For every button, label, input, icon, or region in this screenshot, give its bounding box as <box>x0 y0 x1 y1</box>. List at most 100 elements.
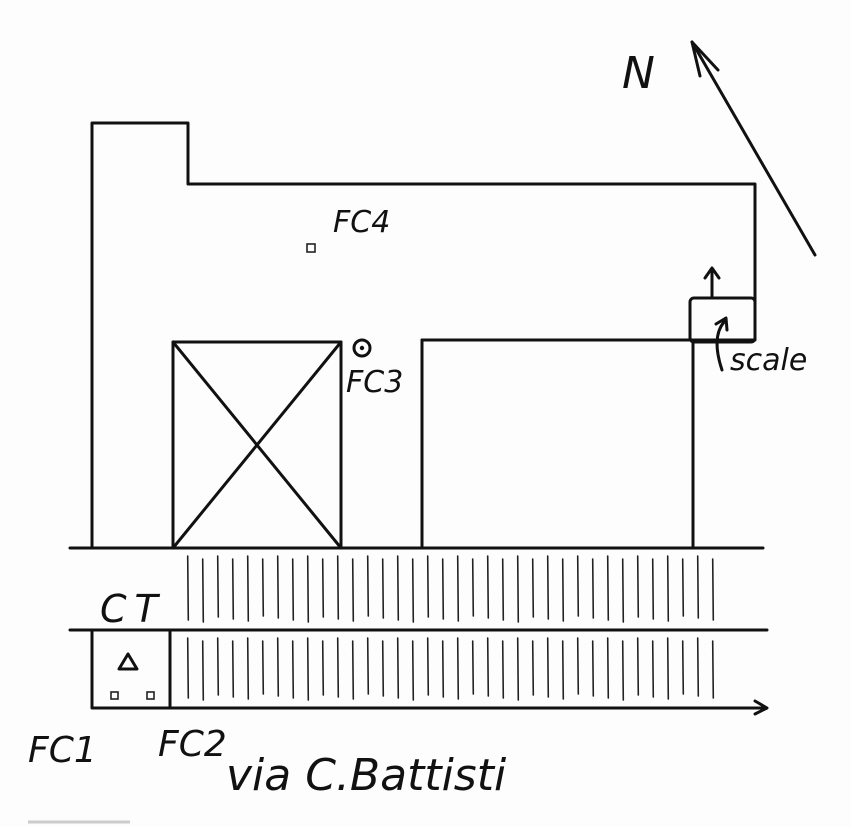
small-square-icon <box>146 691 155 700</box>
hatch-stroke <box>201 640 205 701</box>
arrow-up-left-icon <box>690 40 720 78</box>
ct-rect <box>90 628 172 710</box>
hatch-stroke <box>306 637 310 701</box>
hatch-stroke <box>291 640 295 699</box>
hatch-stroke <box>411 558 415 623</box>
cross-line-2 <box>171 340 343 550</box>
hatch-stroke <box>501 558 505 621</box>
hatch-stroke <box>246 637 250 700</box>
hatch-stroke <box>546 637 550 698</box>
hatch-stroke <box>381 558 385 619</box>
north-arrow-shaft <box>690 40 817 257</box>
circle-dot-icon <box>352 338 372 358</box>
hatch-stroke <box>711 640 715 699</box>
hatch-stroke <box>486 555 490 619</box>
street-name-label: via C.Battisti <box>226 750 507 801</box>
hatch-stroke <box>456 555 460 622</box>
hatch-stroke <box>441 558 445 620</box>
fc3-dot <box>359 345 365 351</box>
ct-box: CT <box>90 587 172 710</box>
scale-pointer-arrow <box>714 316 729 372</box>
hatch-stroke <box>471 558 475 617</box>
north-label: N <box>622 48 655 99</box>
hatch-stroke <box>561 640 565 700</box>
hatch-stroke <box>621 640 625 701</box>
hatch-stroke <box>516 637 520 701</box>
fc2-label: FC2 <box>158 724 227 765</box>
hatch-stroke <box>516 555 520 623</box>
hatch-stroke <box>216 637 220 696</box>
hatch-stroke <box>666 637 670 700</box>
building-outline <box>90 121 757 550</box>
hatch-stroke <box>591 558 595 619</box>
triangle-icon <box>117 652 139 671</box>
hatch-stroke <box>336 637 340 698</box>
hatch-stroke <box>621 558 625 623</box>
hatch-stroke <box>531 558 535 618</box>
hatch-stroke <box>396 555 400 621</box>
scale-box: scale <box>688 266 807 378</box>
hatch-stroke <box>351 558 355 622</box>
hatch-stroke <box>396 637 400 699</box>
hatch-stroke <box>561 558 565 622</box>
hatch-stroke <box>651 558 655 620</box>
scale-rect <box>688 296 757 344</box>
hatch-stroke <box>636 637 640 696</box>
hatch-stroke <box>306 555 310 623</box>
hatch-stroke <box>681 640 685 695</box>
hatch-stroke <box>711 558 715 621</box>
hatch-stroke <box>231 558 235 620</box>
hatch-stroke <box>321 558 325 618</box>
hatch-stroke <box>276 637 280 697</box>
fc4-label: FC4 <box>333 205 390 240</box>
hatch-stroke <box>411 640 415 701</box>
hatch-stroke <box>696 637 700 697</box>
street-hatching <box>186 555 715 701</box>
hatch-stroke <box>501 640 505 699</box>
fc1-label: FC1 <box>28 730 97 771</box>
hatch-stroke <box>201 558 205 623</box>
hatch-stroke <box>261 640 265 695</box>
street-line-end-tick <box>753 699 769 716</box>
hatch-stroke <box>246 555 250 622</box>
hatch-stroke <box>486 637 490 697</box>
small-square-icon <box>110 691 119 700</box>
hatch-stroke <box>576 555 580 617</box>
fc3-label: FC3 <box>346 365 403 400</box>
hatch-stroke <box>186 555 190 621</box>
hatch-stroke <box>651 640 655 698</box>
hatch-stroke <box>186 637 190 699</box>
hatch-stroke <box>471 640 475 695</box>
hatch-stroke <box>441 640 445 698</box>
hatch-stroke <box>576 637 580 695</box>
small-square-icon <box>306 243 316 253</box>
hatch-stroke <box>216 555 220 618</box>
hatch-stroke <box>606 637 610 699</box>
hatch-stroke <box>456 637 460 700</box>
hatch-stroke <box>681 558 685 617</box>
hatch-stroke <box>636 555 640 618</box>
scale-label: scale <box>730 343 807 378</box>
arrow-up-icon <box>703 266 721 300</box>
hatch-stroke <box>426 555 430 618</box>
hatch-stroke <box>531 640 535 696</box>
hatch-stroke <box>546 555 550 620</box>
hatch-stroke <box>366 555 370 617</box>
north-arrow: N <box>622 40 817 257</box>
hatch-stroke <box>291 558 295 621</box>
hatch-stroke <box>426 637 430 696</box>
hatch-stroke <box>591 640 595 697</box>
fc3-point: FC3 <box>346 338 403 400</box>
hatch-stroke <box>696 555 700 619</box>
hatch-stroke <box>336 555 340 620</box>
hatch-stroke <box>276 555 280 619</box>
hatch-stroke <box>261 558 265 617</box>
crossed-area <box>171 340 343 550</box>
hatch-stroke <box>366 637 370 695</box>
hatch-stroke <box>321 640 325 696</box>
hatch-stroke <box>381 640 385 697</box>
hatch-stroke <box>351 640 355 700</box>
hatch-stroke <box>666 555 670 622</box>
